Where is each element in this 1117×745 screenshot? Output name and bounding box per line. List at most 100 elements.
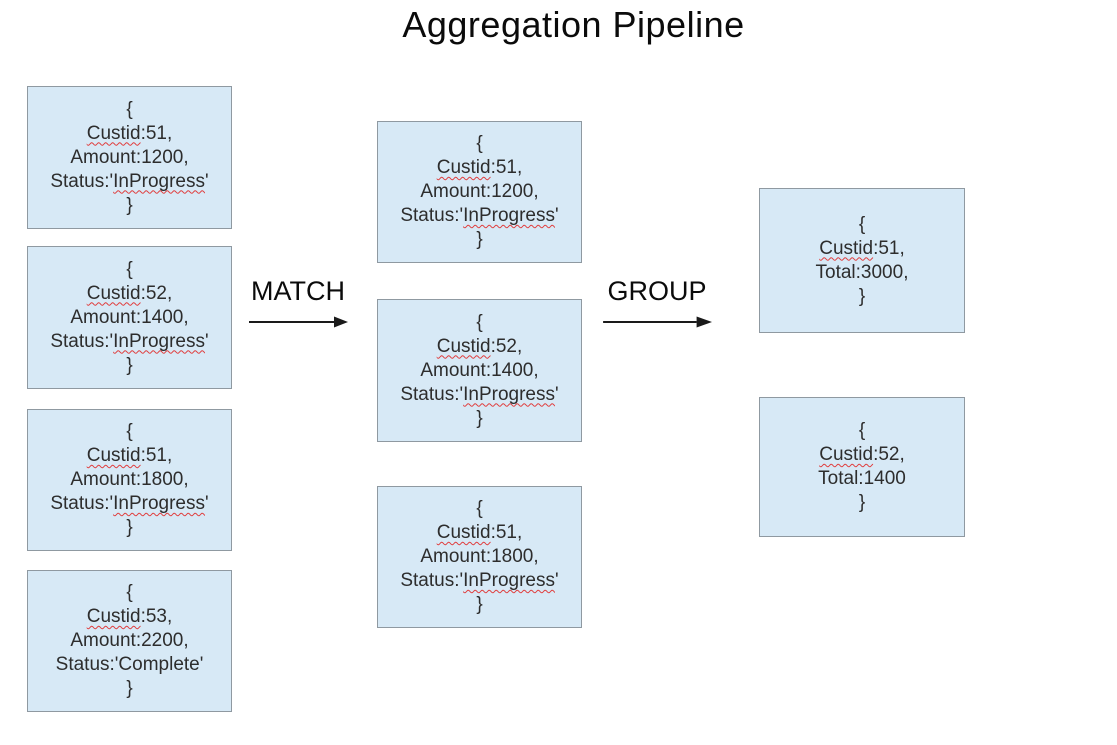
text-segment: Total:3000, <box>815 261 909 283</box>
text-segment: { <box>476 498 483 519</box>
text-segment: Amount:2200, <box>70 630 189 651</box>
document-line: Status:'InProgress' <box>28 330 231 354</box>
document-line: { <box>28 420 231 444</box>
document-line: Custid:51, <box>28 444 231 468</box>
text-segment: :51, <box>490 522 523 543</box>
document-box: {Custid:51,Amount:1800,Status:'InProgres… <box>377 486 582 628</box>
text-segment: } <box>126 517 133 538</box>
document-line: Status:'InProgress' <box>378 204 581 228</box>
document-box: {Custid:51,Amount:1200,Status:'InProgres… <box>377 121 582 263</box>
document-line: Custid:51, <box>378 521 581 545</box>
text-segment: Status:' <box>50 493 114 514</box>
text-segment: :53, <box>140 606 173 627</box>
text-segment: ' <box>555 383 559 405</box>
misspelled-word: Custid <box>86 445 141 466</box>
text-segment: Status:'Complete' <box>55 654 204 675</box>
misspelled-word: Custid <box>86 282 141 304</box>
text-segment: :51, <box>140 445 173 466</box>
misspelled-word: InProgress <box>463 205 555 226</box>
text-segment: } <box>476 229 483 250</box>
document-line: Custid:52, <box>28 282 231 306</box>
text-segment: ' <box>205 170 209 192</box>
text-segment: Amount:1200, <box>420 181 539 202</box>
text-segment: } <box>476 407 483 429</box>
document-line: } <box>760 491 964 515</box>
text-segment: Status:' <box>50 330 114 352</box>
document-line: { <box>28 258 231 282</box>
text-segment: { <box>126 421 133 442</box>
document-box: {Custid:53,Amount:2200,Status:'Complete'… <box>27 570 232 712</box>
document-line: Status:'Complete' <box>28 653 231 677</box>
document-line: Amount:1800, <box>378 545 581 569</box>
misspelled-word: InProgress <box>113 330 205 352</box>
misspelled-word: Custid <box>436 522 491 543</box>
document-line: } <box>28 677 231 701</box>
text-segment: :51, <box>140 122 173 144</box>
text-segment: } <box>476 594 483 615</box>
document-line: { <box>378 497 581 521</box>
text-segment: { <box>476 133 483 154</box>
document-line: Amount:1200, <box>378 180 581 204</box>
document-line: Amount:1400, <box>378 359 581 383</box>
misspelled-word: InProgress <box>463 383 555 405</box>
document-line: } <box>28 516 231 540</box>
text-segment: Amount:1400, <box>420 359 539 381</box>
document-line: { <box>378 132 581 156</box>
document-line: } <box>28 354 231 378</box>
document-line: Custid:53, <box>28 605 231 629</box>
document-line: Status:'InProgress' <box>378 569 581 593</box>
document-line: Status:'InProgress' <box>28 492 231 516</box>
right-arrow-icon <box>603 316 712 328</box>
stage-match: MATCH <box>248 276 348 330</box>
text-segment: { <box>126 98 133 120</box>
text-segment: :52, <box>873 444 905 465</box>
document-line: } <box>378 228 581 252</box>
text-segment: ' <box>555 570 559 591</box>
document-line: Custid:51, <box>28 122 231 146</box>
text-segment: :52, <box>140 282 173 304</box>
text-segment: { <box>126 582 133 603</box>
misspelled-word: Custid <box>86 606 141 627</box>
text-segment: { <box>858 213 866 235</box>
document-box: {Custid:51,Amount:1200,Status:'InProgres… <box>27 86 232 229</box>
misspelled-word: Custid <box>819 444 874 465</box>
text-segment: Amount:1400, <box>70 306 189 328</box>
text-segment: :52, <box>490 335 523 357</box>
text-segment: } <box>858 492 866 513</box>
document-box: {Custid:52,Amount:1400,Status:'InProgres… <box>377 299 582 442</box>
document-line: Status:'InProgress' <box>28 170 231 194</box>
diagram-title: Aggregation Pipeline <box>402 4 745 45</box>
document-line: Total:1400 <box>760 467 964 491</box>
text-segment: } <box>126 354 133 376</box>
text-segment: ' <box>205 330 209 352</box>
document-line: } <box>378 407 581 431</box>
text-segment: :51, <box>873 237 905 259</box>
document-line: } <box>378 593 581 617</box>
document-line: { <box>378 311 581 335</box>
misspelled-word: InProgress <box>113 493 205 514</box>
document-line: Amount:1800, <box>28 468 231 492</box>
text-segment: { <box>476 311 483 333</box>
text-segment: Amount:1200, <box>70 146 189 168</box>
document-box: {Custid:51,Total:3000,} <box>759 188 965 333</box>
text-segment: } <box>858 285 866 307</box>
text-segment: { <box>858 420 866 441</box>
text-segment: } <box>126 678 133 699</box>
right-arrow-icon <box>249 316 348 328</box>
text-segment: { <box>126 258 133 280</box>
stage-group-label: GROUP <box>607 276 707 306</box>
document-line: Amount:1200, <box>28 146 231 170</box>
text-segment: Amount:1800, <box>70 469 189 490</box>
document-box: {Custid:51,Amount:1800,Status:'InProgres… <box>27 409 232 551</box>
stage-group: GROUP <box>602 276 712 330</box>
text-segment: ' <box>205 493 209 514</box>
stage-match-label: MATCH <box>251 276 345 306</box>
document-line: { <box>760 213 964 237</box>
text-segment: Status:' <box>400 570 464 591</box>
misspelled-word: InProgress <box>113 170 205 192</box>
document-line: Amount:1400, <box>28 306 231 330</box>
text-segment: Amount:1800, <box>420 546 539 567</box>
text-segment: Status:' <box>400 205 464 226</box>
